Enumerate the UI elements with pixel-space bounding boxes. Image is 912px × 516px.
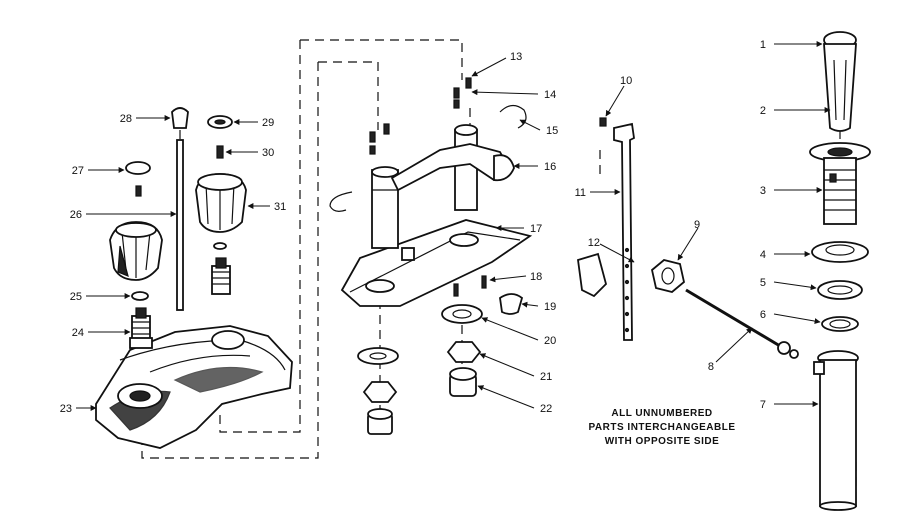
handle-left (109, 221, 163, 281)
callout-22: 22 (540, 403, 552, 415)
callout-20: 20 (544, 335, 556, 347)
mounting-plate (340, 219, 533, 307)
friction-washer (817, 280, 863, 300)
bushing (499, 293, 524, 315)
callout-21: 21 (540, 371, 552, 383)
coupling-washer (441, 304, 483, 324)
callout-24: 24 (72, 327, 84, 339)
retaining-clip (499, 104, 527, 129)
callout-23: 23 (60, 403, 72, 415)
callout-6: 6 (760, 309, 766, 321)
callout-17: 17 (530, 223, 542, 235)
callout-1: 1 (760, 39, 766, 51)
callout-26: 26 (70, 209, 82, 221)
callout-14: 14 (544, 89, 556, 101)
callout-19: 19 (544, 301, 556, 313)
callout-29: 29 (262, 117, 274, 129)
spring-clip (577, 252, 608, 298)
note-line-2: PARTS INTERCHANGEABLE (589, 422, 736, 433)
callout-labels: 1 2 3 4 5 6 7 8 9 10 11 12 13 14 15 16 1… (60, 39, 766, 415)
pivot-nut (651, 259, 685, 293)
lift-rod (171, 107, 189, 311)
callout-31: 31 (274, 201, 286, 213)
callout-5: 5 (760, 277, 766, 289)
callout-7: 7 (760, 399, 766, 411)
callout-2: 2 (760, 105, 766, 117)
riser-tube-right (454, 129, 478, 211)
coupling-nut (449, 367, 477, 397)
callout-8: 8 (708, 361, 714, 373)
stopper (823, 43, 857, 132)
washer-left (131, 291, 149, 301)
callout-25: 25 (70, 291, 82, 303)
assembly-guide-lines (141, 39, 857, 500)
callout-15: 15 (546, 125, 558, 137)
handle-right (195, 173, 247, 233)
pop-up-linkage (577, 117, 799, 359)
callout-28: 28 (120, 113, 132, 125)
extension-strap (613, 122, 635, 341)
valve-stem-left (129, 307, 153, 349)
spout-assembly (329, 77, 533, 435)
hex-nut (446, 341, 482, 363)
callout-13: 13 (510, 51, 522, 63)
callout-27: 27 (72, 165, 84, 177)
callout-4: 4 (760, 249, 766, 261)
callout-10: 10 (620, 75, 632, 87)
tailpiece (813, 350, 859, 511)
note-line-1: ALL UNNUMBERED (611, 408, 712, 419)
callout-16: 16 (544, 161, 556, 173)
faucet-base-assembly (95, 107, 293, 449)
drain-flange (809, 142, 871, 225)
spout-arm (390, 143, 512, 192)
callout-3: 3 (760, 185, 766, 197)
callout-12: 12 (588, 237, 600, 249)
flange-gasket (811, 241, 869, 263)
index-cap-left (125, 161, 151, 175)
interchangeable-note: ALL UNNUMBERED PARTS INTERCHANGEABLE WIT… (589, 408, 736, 447)
locknut (821, 316, 859, 332)
callout-9: 9 (694, 219, 700, 231)
leader-lines (76, 41, 831, 411)
drain-assembly (809, 31, 871, 511)
note-line-3: WITH OPPOSITE SIDE (605, 436, 720, 447)
callout-11: 11 (575, 187, 586, 199)
callout-18: 18 (530, 271, 542, 283)
callout-30: 30 (262, 147, 274, 159)
